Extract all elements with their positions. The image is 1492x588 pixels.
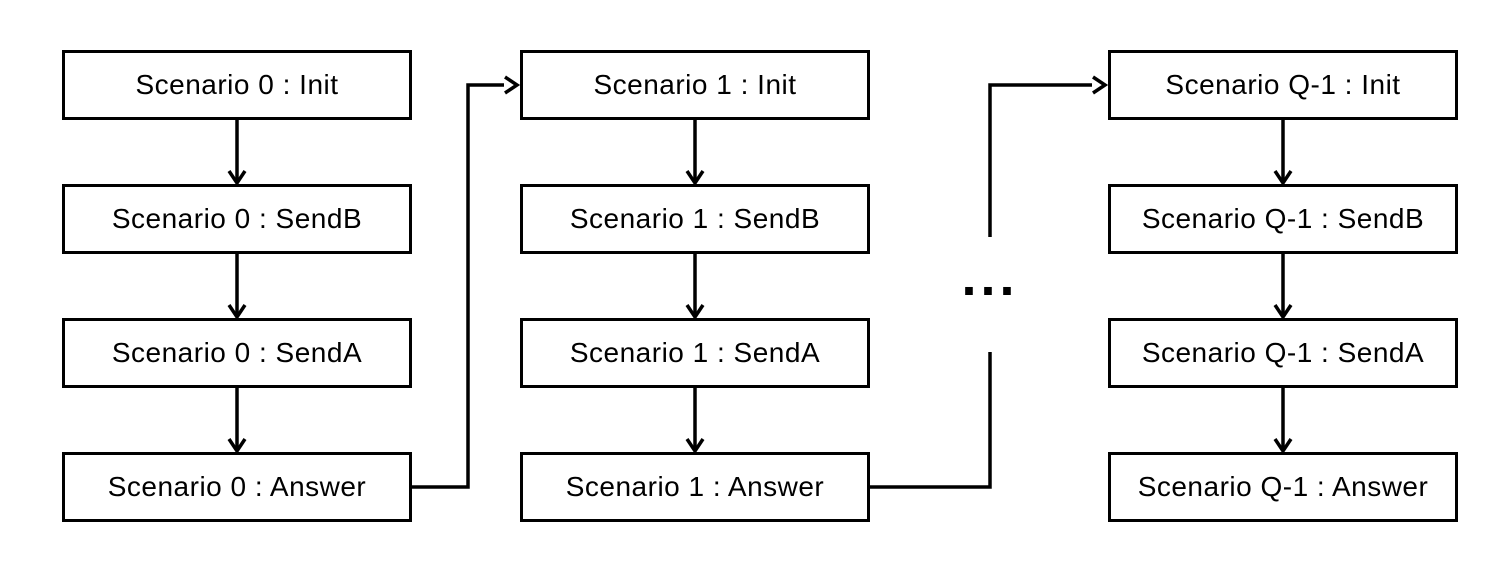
arrow-scenario0-init-to-sendb [227, 120, 247, 187]
arrow-scenario0-sendb-to-senda [227, 254, 247, 321]
node-scenario-0-answer: Scenario 0 : Answer [62, 452, 412, 522]
arrow-scenario1-senda-to-answer [685, 388, 705, 455]
node-scenario-1-init: Scenario 1 : Init [520, 50, 870, 120]
arrow-scenario1-sendb-to-senda [685, 254, 705, 321]
arrow-scenarioq1-sendb-to-senda [1273, 254, 1293, 321]
arrow-scenarioq1-init-to-sendb [1273, 120, 1293, 187]
node-scenario-1-sendb: Scenario 1 : SendB [520, 184, 870, 254]
node-scenario-0-senda: Scenario 0 : SendA [62, 318, 412, 388]
connector-scenario1-to-scenarioq1 [870, 75, 1109, 489]
node-scenario-q-1-sendb: Scenario Q-1 : SendB [1108, 184, 1458, 254]
node-scenario-q-1-answer: Scenario Q-1 : Answer [1108, 452, 1458, 522]
arrow-scenarioq1-senda-to-answer [1273, 388, 1293, 455]
node-scenario-q-1-senda: Scenario Q-1 : SendA [1108, 318, 1458, 388]
node-scenario-1-senda: Scenario 1 : SendA [520, 318, 870, 388]
ellipsis: ... [961, 247, 1019, 307]
node-scenario-0-init: Scenario 0 : Init [62, 50, 412, 120]
node-scenario-0-sendb: Scenario 0 : SendB [62, 184, 412, 254]
node-scenario-1-answer: Scenario 1 : Answer [520, 452, 870, 522]
arrow-scenario1-init-to-sendb [685, 120, 705, 187]
connector-scenario0-to-scenario1 [412, 75, 521, 489]
arrow-scenario0-senda-to-answer [227, 388, 247, 455]
node-scenario-q-1-init: Scenario Q-1 : Init [1108, 50, 1458, 120]
